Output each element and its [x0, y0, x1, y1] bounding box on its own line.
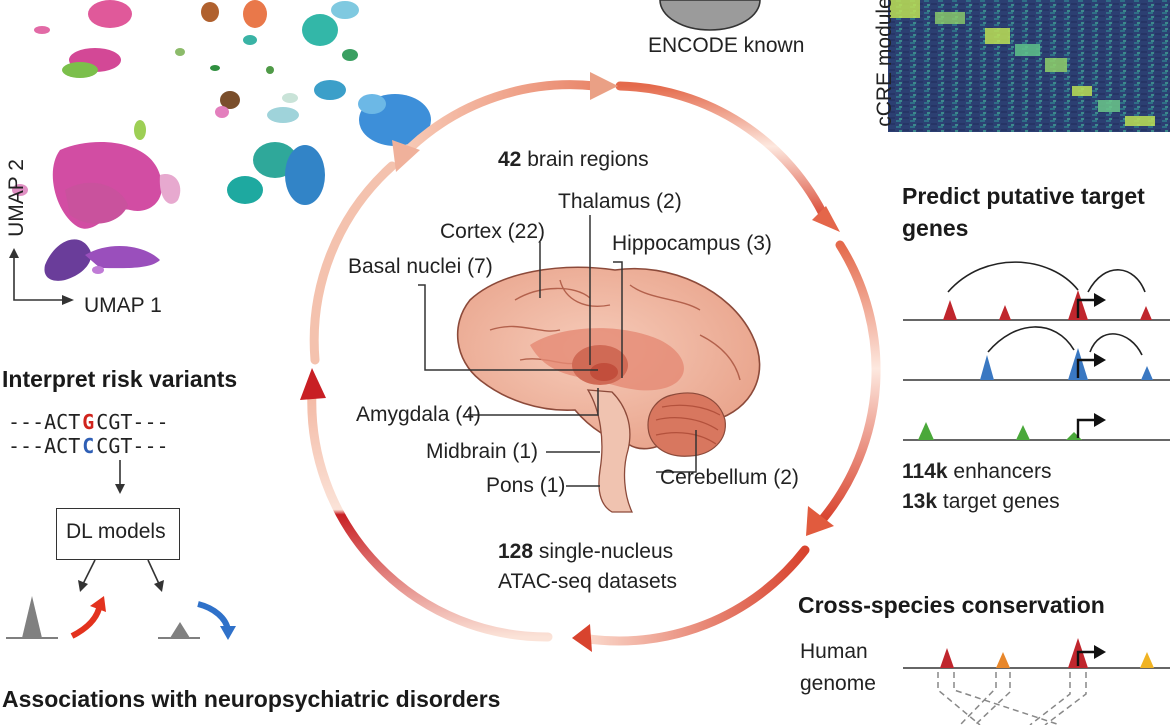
seq2-variant-base: C [82, 434, 95, 458]
regions-count: 42 [498, 148, 522, 171]
brainstem [586, 389, 634, 513]
seq2-left: ---ACT [8, 434, 81, 458]
cycle-arrowheads [300, 72, 840, 652]
seq2-right: CGT--- [96, 434, 169, 458]
ccre-heatmap [888, 0, 1170, 132]
species-label-line1: Human [800, 640, 868, 663]
label-cerebellum: Cerebellum (2) [660, 466, 799, 489]
heatmap-axis-label: cCRE module [872, 0, 896, 127]
genes-stat: 13k target genes [902, 490, 1060, 514]
enhancers-count: 114k [902, 460, 948, 483]
cycle-ring [307, 80, 881, 646]
cycle-arrow-bottom [577, 545, 810, 646]
target-gene-tracks [903, 261, 1170, 441]
species-label-line2: genome [800, 672, 876, 695]
umap-cluster [88, 0, 132, 28]
datasets-caption-line1: 128 single-nucleus [498, 540, 673, 564]
seq1-variant-base: G [82, 410, 95, 434]
genes-label: target genes [937, 490, 1060, 513]
associations-title: Associations with neuropsychiatric disor… [2, 686, 501, 712]
regions-caption: 42 brain regions [498, 148, 649, 172]
encode-venn-circle [659, 0, 761, 31]
brain-leader-lines [418, 215, 697, 487]
label-cortex: Cortex (22) [440, 220, 546, 243]
risk-variant-flow [6, 460, 236, 640]
dl-models-box [56, 508, 180, 560]
datasets-caption-line2: ATAC-seq datasets [498, 570, 677, 593]
seq1-right: CGT--- [96, 410, 169, 434]
regions-label: brain regions [521, 148, 649, 171]
risk-title: Interpret risk variants [2, 366, 238, 392]
predict-title-line2: genes [902, 215, 969, 241]
conservation-title: Cross-species conservation [798, 592, 1105, 618]
label-thalamus: Thalamus (2) [558, 190, 682, 213]
seq1-left: ---ACT [8, 410, 81, 434]
predict-title-line1: Predict putative target [902, 183, 1145, 209]
label-midbrain: Midbrain (1) [426, 440, 539, 463]
label-pons: Pons (1) [486, 474, 566, 497]
enhancers-label: enhancers [947, 460, 1052, 483]
conservation-tracks [903, 638, 1170, 725]
cycle-arrow-top-right [615, 81, 831, 225]
label-amygdala: Amygdala (4) [356, 403, 481, 426]
brain-illustration [456, 266, 761, 513]
umap-x-label: UMAP 1 [84, 294, 162, 317]
datasets-count: 128 [498, 540, 534, 563]
dl-models-label: DL models [66, 520, 166, 543]
umap-y-label: UMAP 2 [4, 159, 28, 237]
umap-axes [9, 248, 74, 305]
datasets-line1: single-nucleus [533, 540, 674, 563]
umap-plot [12, 0, 431, 281]
genes-count: 13k [902, 490, 938, 513]
cycle-arrow-left [307, 387, 553, 642]
encode-label: ENCODE known [648, 34, 805, 57]
enhancers-stat: 114k enhancers [902, 460, 1051, 484]
label-hippocampus: Hippocampus (3) [612, 232, 772, 255]
cycle-arrow-top-left [405, 80, 600, 153]
cerebellum-region [647, 392, 726, 457]
label-basal-nuclei: Basal nuclei (7) [348, 255, 493, 278]
cycle-arrow-right [817, 240, 881, 525]
cycle-arrow-upper-left [309, 161, 397, 365]
